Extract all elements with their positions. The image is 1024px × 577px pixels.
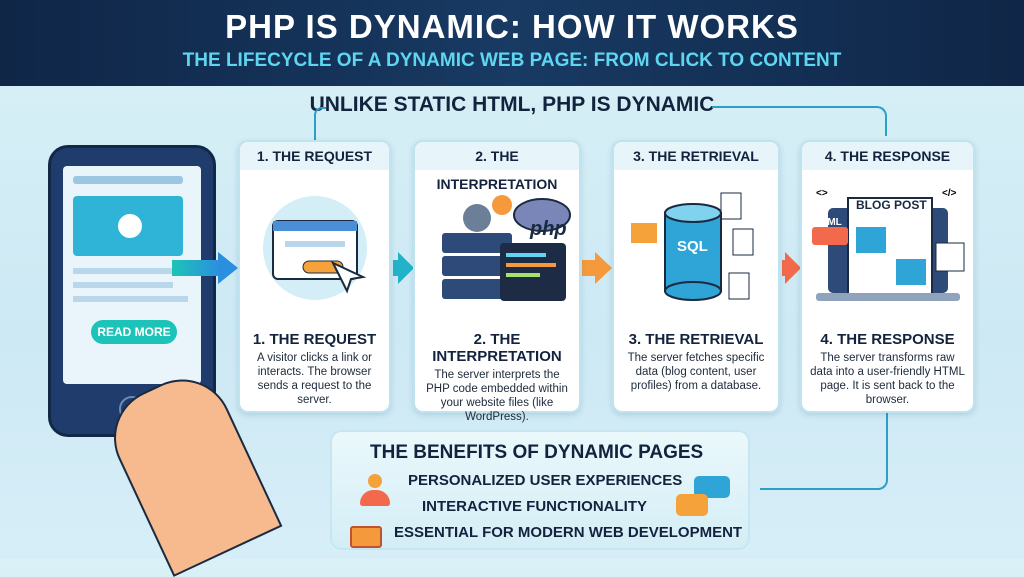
chat-bubbles-icon [676,476,736,522]
code-open-icon: <> [816,188,828,199]
header: PHP IS DYNAMIC: HOW IT WORKS THE LIFECYC… [0,0,1024,86]
card-header: 1. THE REQUEST [240,142,389,170]
arrow-2-head [398,252,414,284]
card-text: The server fetches specific data (blog c… [627,352,765,392]
code-close-icon: </> [942,188,957,199]
benefit-item: PERSONALIZED USER EXPERIENCES [408,472,683,489]
card-text: The server transforms raw data into a us… [810,352,965,406]
card-header: 4. THE RESPONSE [802,142,973,170]
benefit-item: INTERACTIVE FUNCTIONALITY [422,498,647,515]
arrow-1-head [218,252,238,284]
video-thumbnail [73,196,183,256]
flow-line-return [760,412,888,490]
laptop-blog-icon: BLOG POST HTML <> </> [802,170,973,325]
users-icon [356,474,394,508]
html-tag: HTML [814,217,842,228]
sql-label: SQL [677,238,708,255]
card-text: The server interprets the PHP code embed… [426,369,568,423]
step-card-retrieval: 3. THE RETRIEVAL SQL 3. THE RETRIEVAL Th… [612,140,780,413]
benefit-item: ESSENTIAL FOR MODERN WEB DEVELOPMENT [394,524,743,541]
php-badge: php [530,218,567,240]
card-title: 4. THE RESPONSE [820,331,955,348]
arrow-3-head [595,252,612,284]
flow-line-right [712,106,887,136]
step-card-response: 4. THE RESPONSE BLOG POST HTML <> </> 4.… [800,140,975,413]
card-header: 3. THE RETRIEVAL [614,142,778,170]
play-icon [118,214,142,238]
database-icon: SQL [614,170,778,325]
browser-click-icon [240,170,389,325]
page-subtitle: THE LIFECYCLE OF A DYNAMIC WEB PAGE: FRO… [182,50,842,71]
arrow-1 [172,260,220,276]
page-title: PHP IS DYNAMIC: HOW IT WORKS [225,8,799,45]
benefits-title: THE BENEFITS OF DYNAMIC PAGES [370,442,704,463]
blog-post-title: BLOG POST [856,198,927,212]
arrow-4 [782,260,786,276]
card-text: A visitor clicks a link or interacts. Th… [256,352,373,406]
read-more-button[interactable]: READ MORE [91,320,177,344]
server-icon: php [415,170,579,325]
card-header: 2. THE INTERPRETATION [415,142,579,192]
step-card-request: 1. THE REQUEST 1. THE REQUEST A visitor … [238,140,391,413]
card-title: 3. THE RETRIEVAL [628,331,764,348]
step-card-interpretation: 2. THE INTERPRETATION php 2. THE INTERPR… [413,140,581,423]
arrow-4-head [785,252,801,284]
flow-line-left [314,107,326,141]
arrow-3 [582,260,596,276]
benefits-panel: THE BENEFITS OF DYNAMIC PAGES PERSONALIZ… [330,430,750,550]
banner-text: UNLIKE STATIC HTML, PHP IS DYNAMIC [309,93,715,116]
card-title: 1. THE REQUEST [252,331,377,348]
arrow-2 [393,260,399,276]
briefcase-icon [350,526,382,548]
card-title: 2. THE INTERPRETATION [432,331,562,365]
